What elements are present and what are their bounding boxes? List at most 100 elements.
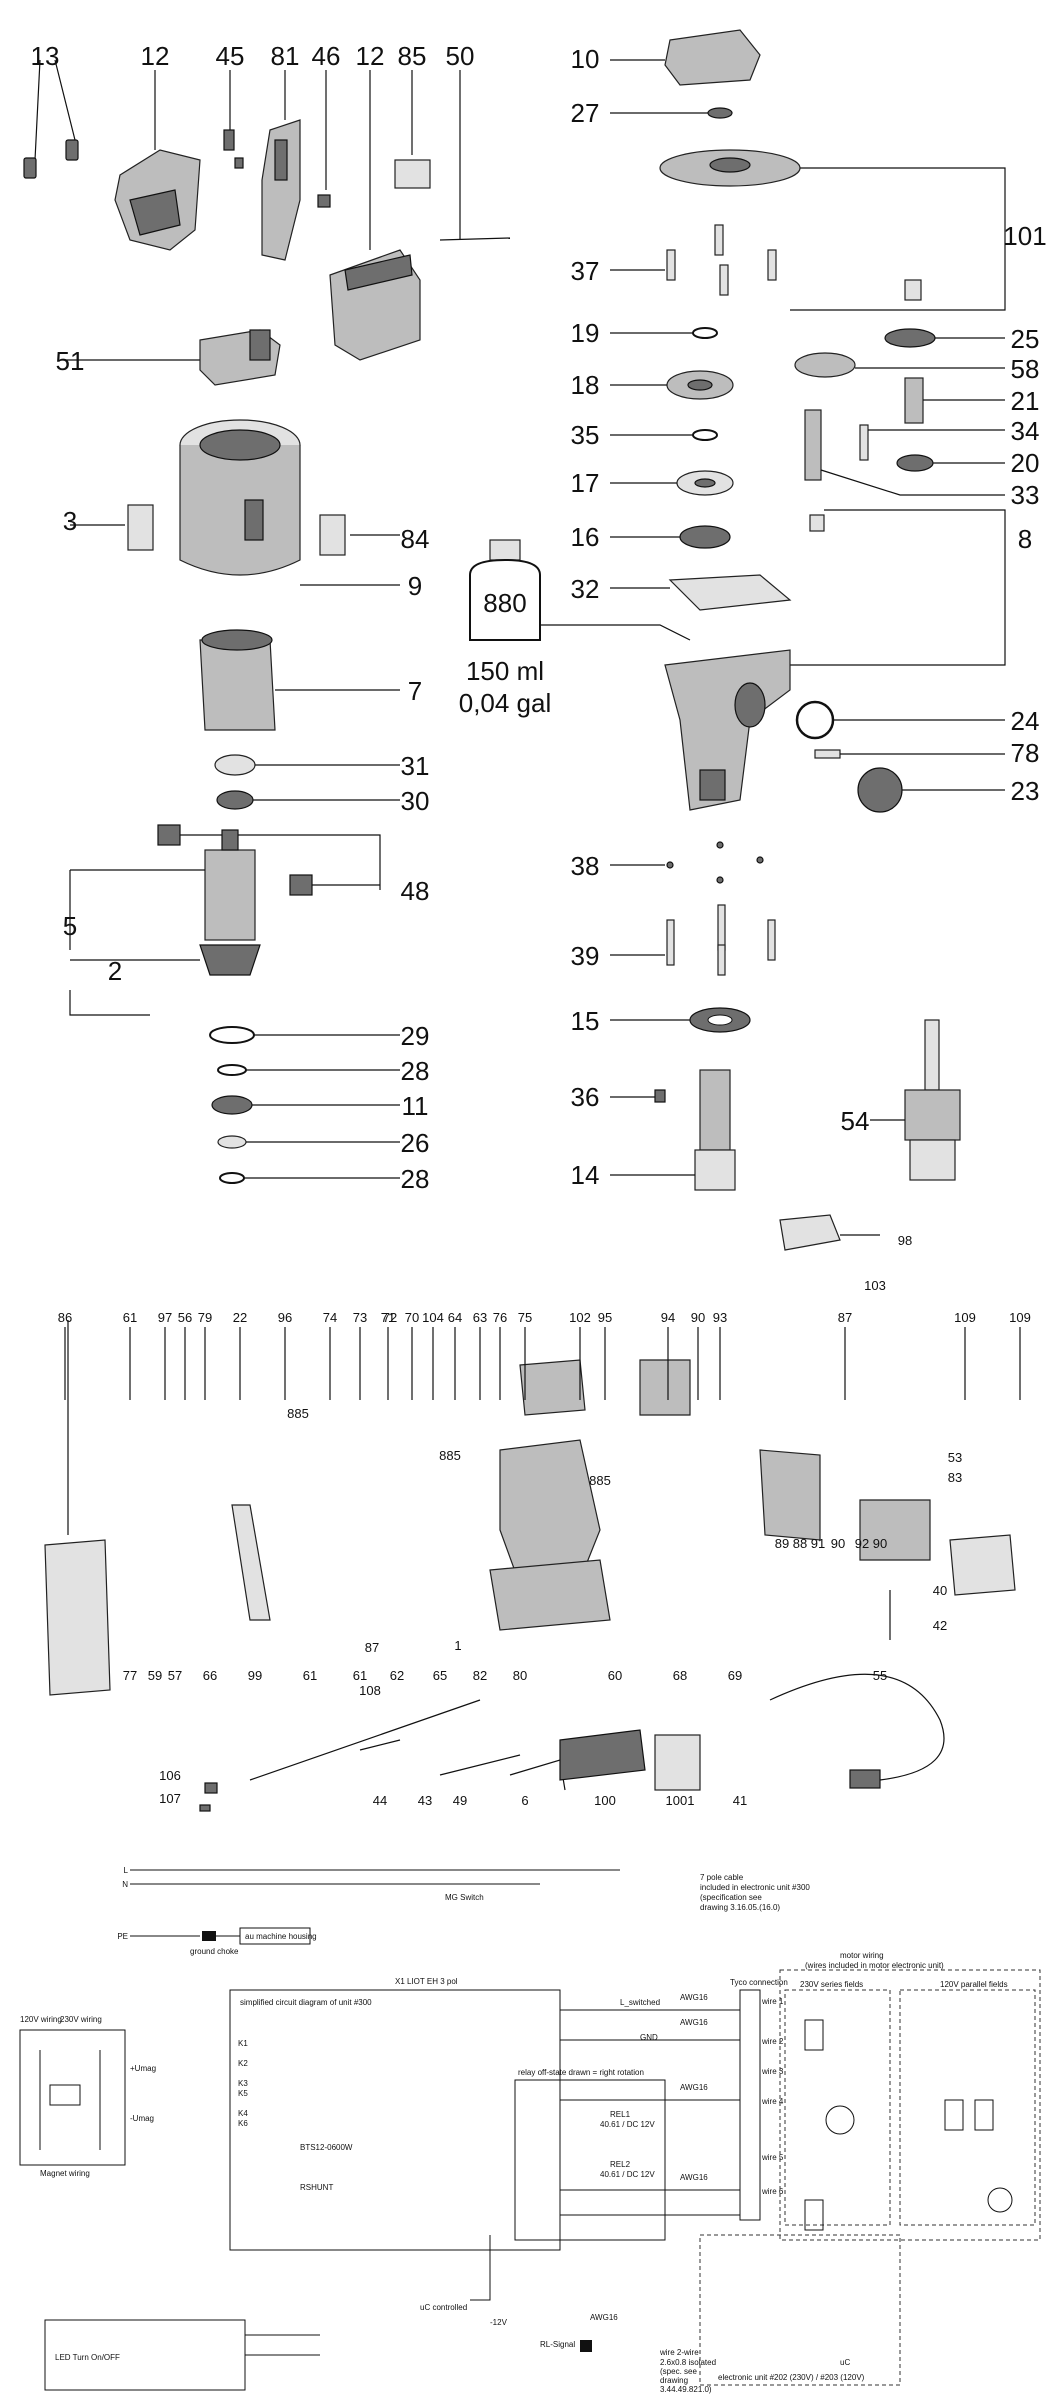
- bottom-part-label: 69: [728, 1668, 742, 1683]
- part-26: [217, 1135, 400, 1149]
- wire-6: wire 6: [761, 2187, 784, 2196]
- bottom-part-label: 107: [159, 1791, 181, 1806]
- top-label-6: 85: [398, 41, 427, 71]
- rel1-label: REL1: [610, 2110, 631, 2119]
- part-ring-24: [795, 700, 1005, 740]
- bottom-row-label: 86: [58, 1310, 72, 1325]
- top-label-44: 39: [571, 941, 600, 971]
- part-27: [610, 107, 733, 119]
- bottom-part-label: 68: [673, 1668, 687, 1683]
- top-label-12: 7: [408, 676, 422, 706]
- bottom-row-label: 90: [691, 1310, 705, 1325]
- bottom-part-label: 53: [948, 1450, 962, 1465]
- top-label-3: 81: [271, 41, 300, 71]
- top-label-8: 51: [56, 346, 85, 376]
- line-n-label: N: [122, 1880, 128, 1889]
- part-bearing-15: [610, 1007, 751, 1033]
- top-label-43: 38: [571, 851, 600, 881]
- part-gear-58: [794, 352, 1005, 378]
- top-label-2: 45: [216, 41, 245, 71]
- bottom-part-label: 1: [454, 1638, 461, 1653]
- wire-note-2: (spec. see: [660, 2367, 697, 2376]
- wire-1: wire 1: [761, 1997, 784, 2006]
- exploded-view-top-drawing: 1312458146128550513849731304852292811262…: [23, 29, 1047, 1194]
- ground-choke-label: ground choke: [190, 1947, 239, 1956]
- part-25: [884, 279, 1005, 348]
- top-label-33: 34: [1011, 416, 1040, 446]
- top-label-30: 18: [571, 370, 600, 400]
- bottom-part-label: 91: [811, 1536, 825, 1551]
- part-screws-37: [610, 224, 777, 296]
- rel1-spec: 40.61 / DC 12V: [600, 2120, 655, 2129]
- top-label-9: 3: [63, 506, 77, 536]
- bottom-row-label: 104: [422, 1310, 444, 1325]
- bottom-part-label: 92: [855, 1536, 869, 1551]
- bottom-part-label: 80: [513, 1668, 527, 1683]
- bottom-row-label: 64: [448, 1310, 462, 1325]
- top-label-22: 28: [401, 1164, 430, 1194]
- part-guard-86: [44, 1320, 111, 1696]
- bottom-row-label: 56: [178, 1310, 192, 1325]
- bottom-part-label: 885: [589, 1473, 611, 1488]
- bottom-row-label: 97: [158, 1310, 172, 1325]
- part-38: [610, 841, 764, 884]
- part-ring-29: [209, 1026, 400, 1044]
- part-housing-12: [329, 70, 421, 361]
- bottom-row-label: 96: [278, 1310, 292, 1325]
- top-label-48: 14: [571, 1160, 600, 1190]
- part-motor-housing-9: [179, 419, 400, 586]
- bottom-part-label: 77: [123, 1668, 137, 1683]
- wire-note-4: 3.44.49.821.0): [660, 2385, 712, 2394]
- triac-label: BTS12-0600W: [300, 2143, 353, 2152]
- bottom-row-label: 76: [493, 1310, 507, 1325]
- wire-2wire-label: wire 2-wire: [659, 2348, 699, 2357]
- umag-minus-label: -Umag: [130, 2114, 154, 2123]
- circuit-diagram: L N PE au machine housing ground choke M…: [0, 1860, 1050, 2404]
- part-98: [779, 1214, 880, 1251]
- top-label-20: 11: [402, 1091, 429, 1121]
- bottom-part-label: 49: [453, 1793, 467, 1808]
- part-75: [519, 1359, 586, 1416]
- part-10: [610, 29, 761, 86]
- top-label-4: 46: [312, 41, 341, 71]
- motor-wiring-subtitle: (wires included in motor electronic unit…: [805, 1961, 944, 1970]
- top-label-41: 78: [1011, 738, 1040, 768]
- bottom-part-label: 99: [248, 1668, 262, 1683]
- top-label-16: 5: [63, 911, 77, 941]
- bottom-part-label: 43: [418, 1793, 432, 1808]
- bottom-row-label: 63: [473, 1310, 487, 1325]
- top-label-38: 8: [1018, 524, 1032, 554]
- bottom-row-label: 109: [1009, 1310, 1031, 1325]
- awg16-3: AWG16: [680, 2083, 708, 2092]
- bottom-part-label: 885: [439, 1448, 461, 1463]
- part-screws-39: [610, 904, 776, 976]
- rel2-spec: 40.61 / DC 12V: [600, 2170, 655, 2179]
- bottom-part-label: 83: [948, 1470, 962, 1485]
- bottom-part-label: 885: [287, 1406, 309, 1421]
- bottle-number: 880: [483, 588, 526, 618]
- bottom-part-label: 1001: [666, 1793, 695, 1808]
- top-label-31: 21: [1011, 386, 1040, 416]
- part-28-b: [219, 1172, 400, 1184]
- circuit-diagram-drawing: L N PE au machine housing ground choke M…: [19, 1866, 1041, 2394]
- top-label-10: 84: [401, 524, 430, 554]
- cable-note-3: (specification see: [700, 1893, 762, 1902]
- awg16-5: AWG16: [590, 2313, 618, 2322]
- bottom-part-label: 44: [373, 1793, 387, 1808]
- top-label-21: 26: [401, 1128, 430, 1158]
- part-knob-23: [857, 767, 1005, 813]
- part-key-34: [859, 424, 1005, 461]
- bottom-part-label: 59: [148, 1668, 162, 1683]
- part-spindle-14: [610, 1069, 736, 1191]
- part-50: [439, 70, 511, 241]
- part-screws-13: [23, 59, 79, 179]
- bottom-part-label: 87: [365, 1640, 379, 1655]
- top-label-1: 12: [141, 41, 170, 71]
- part-armature-5: [69, 829, 261, 1016]
- part-label-84: [319, 514, 400, 556]
- part-brush-holder-48: [157, 824, 381, 896]
- part-46: [317, 70, 331, 208]
- part-19: [610, 327, 718, 339]
